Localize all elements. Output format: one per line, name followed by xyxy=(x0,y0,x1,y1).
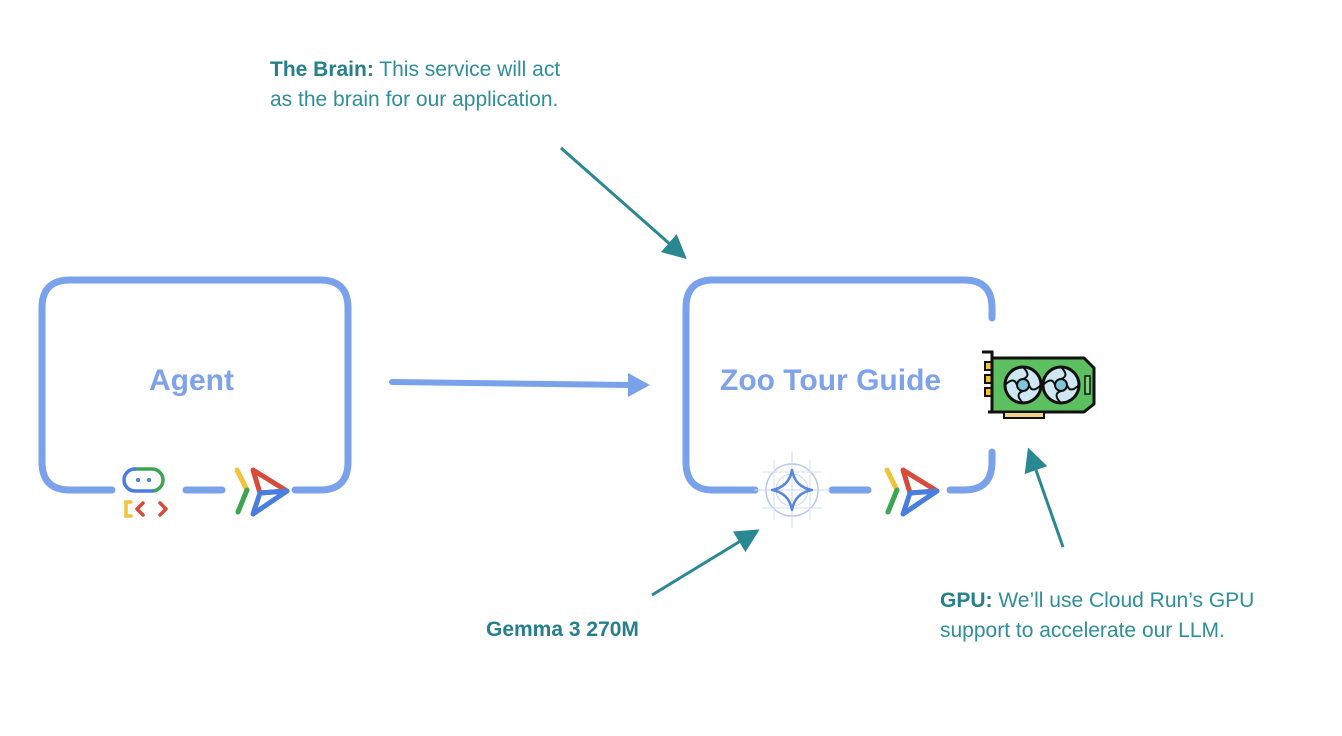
brain-annotation-line1: This service will act xyxy=(373,58,561,81)
gpu-annotation-title: GPU: xyxy=(940,589,993,612)
gpu-annotation-line1: We’ll use Cloud Run’s GPU xyxy=(992,589,1255,612)
cloud-run-icon xyxy=(234,467,290,517)
zoo-box-outline-lower xyxy=(946,448,996,494)
cloud-run-icon xyxy=(884,467,940,517)
gemma-annotation-title: Gemma 3 270M xyxy=(486,618,639,641)
adk-robot-icon xyxy=(122,467,168,518)
agent-node xyxy=(38,276,352,494)
gpu-annotation-line2: support to accelerate our LLM. xyxy=(940,619,1225,642)
gpu-annotation: GPU: We’ll use Cloud Run’s GPU support t… xyxy=(940,586,1254,646)
flow-arrow xyxy=(389,373,650,397)
brain-annotation-title: The Brain: xyxy=(270,58,374,81)
brain-annotation-line2: as the brain for our application. xyxy=(270,88,559,111)
gemma-annotation-arrow xyxy=(651,529,760,597)
zoo-box-outline xyxy=(682,276,996,494)
gpu-annotation-arrow xyxy=(1024,447,1065,548)
zoo-tour-guide-label: Zoo Tour Guide xyxy=(720,364,942,397)
agent-label: Agent xyxy=(149,364,234,397)
gemma-icon xyxy=(754,452,830,528)
gemma-annotation: Gemma 3 270M xyxy=(486,615,639,645)
brain-annotation-arrow xyxy=(560,146,687,259)
agent-box-outline xyxy=(38,276,352,494)
brain-annotation: The Brain: This service will act as the … xyxy=(270,55,560,115)
gpu-icon xyxy=(982,350,1096,419)
zoo-node xyxy=(682,276,996,494)
